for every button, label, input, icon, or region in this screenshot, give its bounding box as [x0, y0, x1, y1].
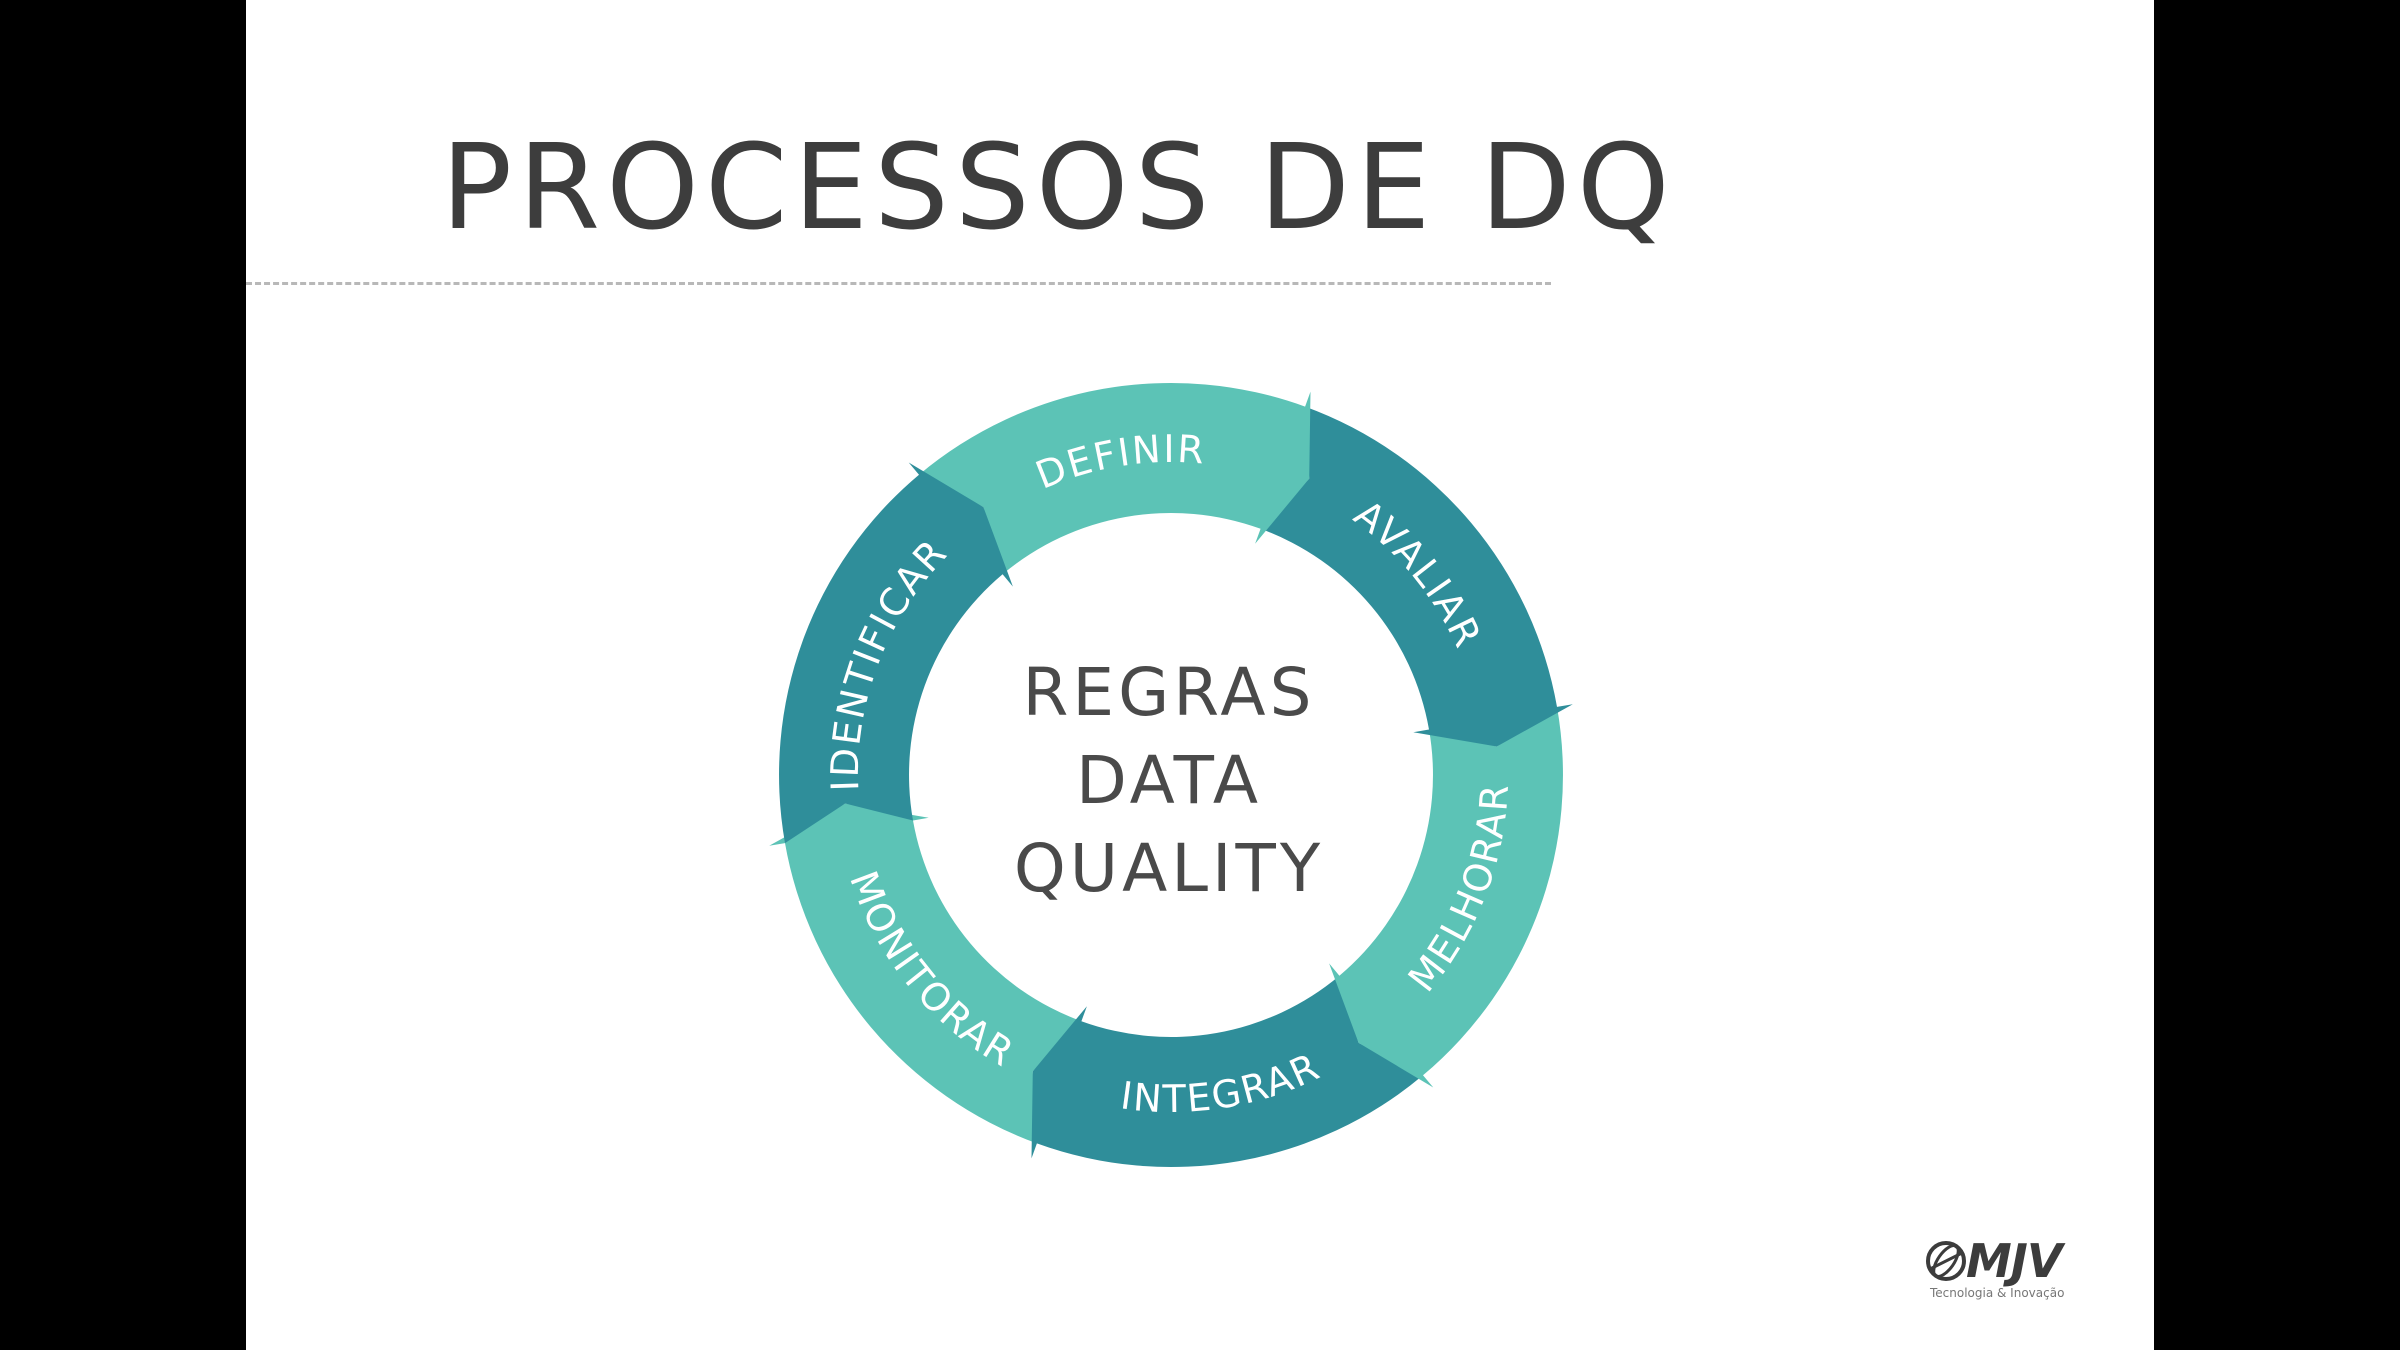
globe-icon [1926, 1241, 1966, 1281]
center-text-line-1: REGRAS [1023, 654, 1316, 731]
title-divider [246, 282, 1551, 285]
cycle-arrow-identificar [779, 462, 1013, 844]
logo-tagline: Tecnologia & Inovação [1930, 1286, 2065, 1300]
cycle-arrow-avaliar [1260, 406, 1573, 747]
center-text-line-3: QUALITY [1014, 830, 1324, 907]
dq-cycle-diagram: IDENTIFICARDEFINIRAVALIARMELHORARINTEGRA… [769, 382, 1573, 1168]
cycle-arrow-integrar [1031, 975, 1423, 1168]
mjv-logo: MJV Tecnologia & Inovação [1924, 1233, 2094, 1303]
logo-name: MJV [1966, 1234, 2062, 1288]
cycle-arrow-monitorar [769, 803, 1082, 1144]
slide-title: PROCESSOS DE DQ [441, 118, 1676, 256]
cycle-arrow-melhorar [1329, 706, 1563, 1088]
center-text-line-2: DATA [1076, 742, 1262, 819]
cycle-arrow-definir [919, 382, 1311, 575]
